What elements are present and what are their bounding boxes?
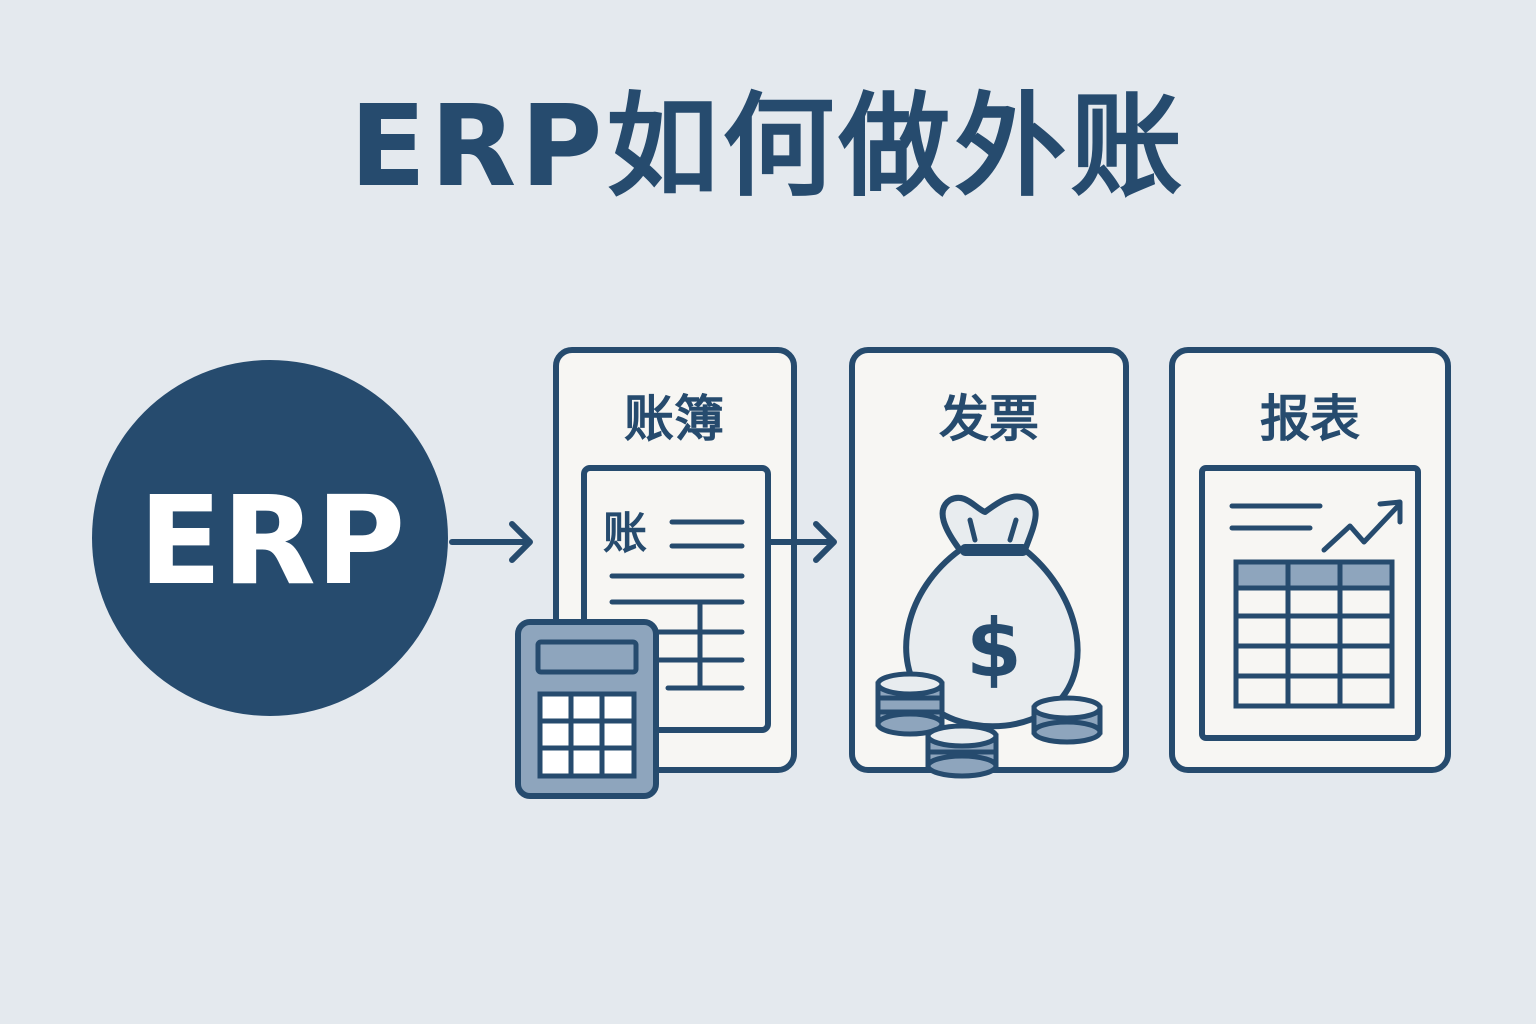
coin-stack-icon <box>875 671 1103 779</box>
page-title: ERP如何做外账 <box>349 82 1187 212</box>
card-report: 报表 <box>1169 347 1451 773</box>
card-report-label: 报表 <box>1260 390 1360 448</box>
card-ledger-label: 账簿 <box>624 390 724 448</box>
money-bag-icon: $ <box>903 493 1081 730</box>
calculator-icon <box>515 619 659 799</box>
erp-circle <box>92 360 448 716</box>
card-invoice-label: 发票 <box>939 390 1039 448</box>
erp-label: ERP <box>139 470 406 612</box>
card-invoice: 发票 $ <box>849 347 1129 779</box>
arrow-right-icon <box>767 521 837 563</box>
report-table-icon <box>1199 465 1421 741</box>
arrow-right-icon <box>449 521 533 563</box>
erp-node: ERP <box>92 360 448 716</box>
ledger-doc-mark: 账 <box>603 508 647 559</box>
card-ledger: 账簿 账 <box>515 347 837 799</box>
trend-up-icon <box>1321 499 1403 553</box>
currency-symbol: $ <box>966 602 1022 695</box>
